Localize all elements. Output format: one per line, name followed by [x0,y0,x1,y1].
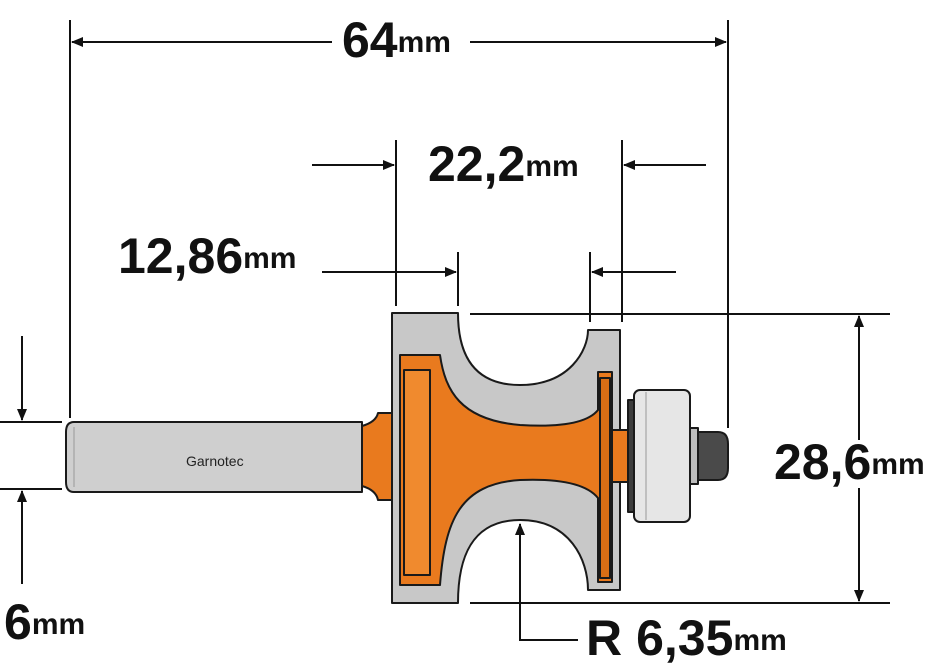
brand-label: Garnotec [186,453,244,469]
shank-diameter-label: 6mm [4,594,85,650]
extension-lines [0,20,890,604]
router-bit: Garnotec [65,312,729,604]
cutting-height-label: 28,6mm [774,434,925,490]
guide-bearing [633,389,691,523]
bearing-screw [697,431,729,481]
dim-overall-length: 64mm [71,12,727,68]
dim-cutting-width: 22,2mm [312,136,706,192]
shank [65,421,363,493]
cutting-width-label: 22,2mm [428,136,579,192]
dim-shank-diameter: 6mm [4,336,85,650]
profile-offset-label: 12,86mm [118,228,296,284]
dim-cutting-height: 28,6mm [774,315,925,602]
body-neck [361,412,393,501]
dim-profile-offset: 12,86mm [118,228,676,284]
cutter-body [399,354,613,586]
hub-washer [611,429,629,483]
overall-length-label: 64mm [342,12,451,68]
